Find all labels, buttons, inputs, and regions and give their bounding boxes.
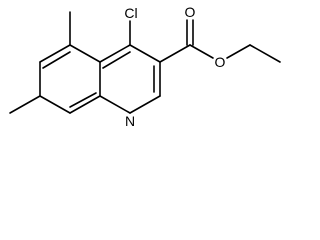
ring-nitrogen-label: N: [125, 113, 135, 129]
bond: [42, 51, 71, 69]
chlorine-label: Cl: [124, 5, 137, 21]
carbonyl-oxygen-label: O: [185, 4, 196, 20]
bond: [99, 44, 131, 63]
bond: [69, 95, 101, 114]
bond: [129, 95, 161, 114]
bond: [129, 44, 161, 63]
bonds: [9, 11, 281, 114]
bond: [39, 44, 71, 63]
ester-oxygen-label: O: [215, 54, 226, 70]
quinoline-ester-structure: Cl O O N: [9, 4, 281, 129]
bond: [9, 95, 41, 114]
bond: [102, 51, 131, 69]
bond: [249, 44, 281, 63]
bond: [69, 92, 97, 108]
bond: [99, 95, 131, 114]
bond: [189, 44, 214, 59]
bond: [226, 44, 251, 59]
bond: [69, 44, 101, 63]
atom-labels: Cl O O N: [124, 4, 225, 129]
bond: [39, 95, 71, 114]
bond: [159, 44, 191, 63]
